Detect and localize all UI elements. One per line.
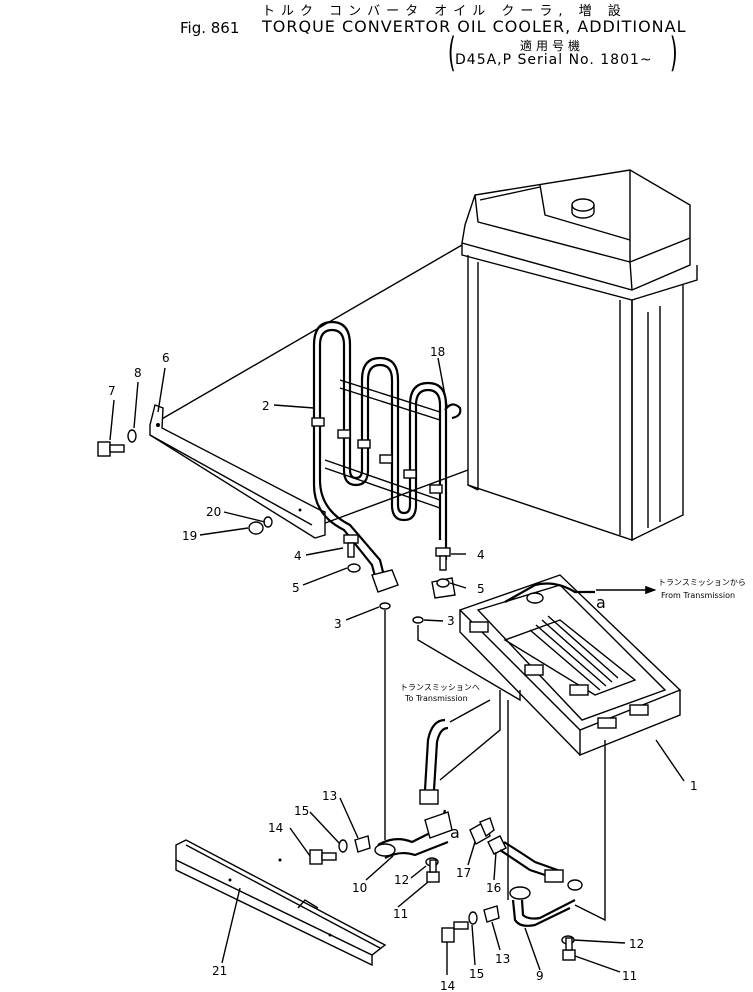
nut-19	[248, 521, 264, 535]
callout-5-right: 5	[477, 582, 485, 596]
assembly-line-bracket-top	[159, 244, 463, 421]
title-english: TORQUE CONVERTOR OIL COOLER, ADDITIONAL	[262, 17, 687, 36]
callout-11-upper: 11	[393, 907, 408, 921]
assembly-line-bracket-bottom	[319, 469, 469, 526]
callout-18: 18	[430, 345, 445, 359]
clip-13-upper	[354, 835, 371, 853]
cooler-case	[458, 574, 682, 757]
figure-number: Fig. 861	[180, 19, 240, 37]
callout-14-lower: 14	[440, 979, 455, 992]
callout-3-left: 3	[334, 617, 342, 631]
callout-9: 9	[536, 969, 544, 983]
callout-7: 7	[108, 384, 116, 398]
route-line-hose	[439, 690, 501, 781]
left-paren: (	[447, 30, 456, 76]
callout-4-right: 4	[477, 548, 485, 562]
callout-15-lower: 15	[469, 967, 484, 981]
callout-4-left: 4	[294, 549, 302, 563]
o-ring-right	[412, 616, 424, 624]
bolt-right	[435, 547, 451, 571]
route-line-case	[417, 625, 521, 702]
callout-21: 21	[212, 964, 227, 978]
callout-8: 8	[134, 366, 142, 380]
callout-10: 10	[352, 881, 367, 895]
reference-a-lower: a	[450, 823, 460, 842]
bolt-11-upper	[426, 859, 440, 883]
title-japanese: トルク コンバータ オイル クーラ, 増 設	[262, 4, 627, 19]
washer-left	[347, 563, 361, 573]
callout-13-upper: 13	[322, 789, 337, 803]
bolt-11-lower	[562, 937, 576, 961]
adapter-17	[469, 817, 495, 845]
callout-6: 6	[162, 351, 170, 365]
pipe-10	[374, 809, 453, 859]
route-line-right	[574, 740, 606, 922]
guard-plate	[175, 839, 387, 967]
callout-15-upper: 15	[294, 804, 309, 818]
cooler-core-coil	[311, 320, 456, 599]
callout-12-lower: 12	[629, 937, 644, 951]
callout-16: 16	[486, 881, 501, 895]
washer-8	[127, 429, 137, 443]
bolt-14-lower	[441, 921, 469, 943]
hose-to-transmission	[419, 699, 491, 805]
clip-13-lower	[483, 905, 500, 923]
pipe-9	[509, 886, 576, 927]
note-to-transmission-en: To Transmission	[404, 694, 468, 703]
callout-1: 1	[690, 779, 698, 793]
bolt-7	[97, 441, 125, 457]
serial-label-japanese: 適用号機	[520, 39, 585, 53]
hose-clip	[444, 403, 462, 420]
bolt-14-upper	[309, 849, 337, 865]
serial-label-english: D45A,P Serial No. 1801~	[455, 52, 653, 68]
right-paren: )	[669, 30, 678, 76]
note-from-transmission-jp: トランスミッションから	[658, 578, 746, 587]
callout-13-lower: 13	[495, 952, 510, 966]
washer-15-lower	[468, 911, 478, 925]
callout-11-lower: 11	[622, 969, 637, 983]
callout-5-left: 5	[292, 581, 300, 595]
washer-20	[263, 516, 273, 528]
o-ring-left	[379, 602, 391, 610]
note-to-transmission-jp: トランスミッションへ	[400, 683, 480, 692]
radiator-drawing	[461, 169, 698, 542]
callout-3-right: 3	[447, 614, 455, 628]
callout-12-upper: 12	[394, 873, 409, 887]
callout-14-upper: 14	[268, 821, 283, 835]
washer-15-upper	[338, 839, 348, 853]
mounting-bracket	[149, 404, 326, 539]
note-from-transmission-en: From Transmission	[661, 591, 735, 600]
hose-16	[487, 835, 583, 891]
bolt-left	[343, 534, 359, 558]
callout-17: 17	[456, 866, 471, 880]
reference-a-upper: a	[596, 593, 606, 612]
washer-right	[436, 578, 450, 588]
callout-2: 2	[262, 399, 270, 413]
callout-19: 19	[182, 529, 197, 543]
hose-from-transmission	[504, 582, 657, 604]
leader-lines	[109, 357, 685, 975]
callout-20: 20	[206, 505, 221, 519]
